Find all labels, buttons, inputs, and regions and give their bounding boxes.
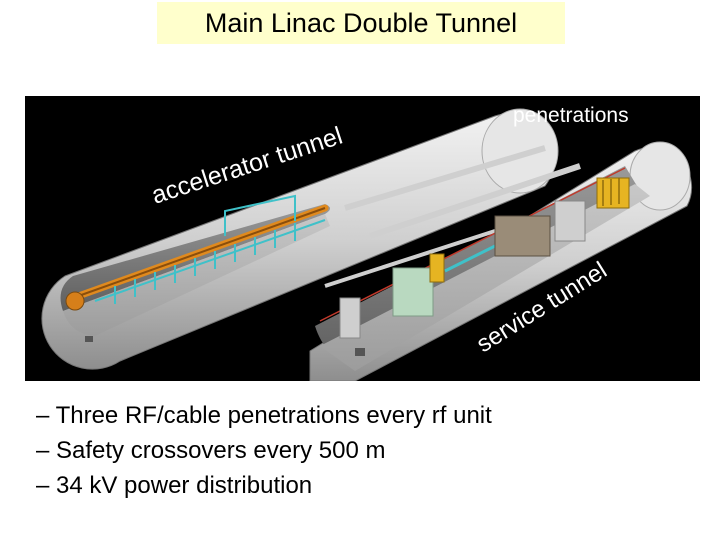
- slide-title: Main Linac Double Tunnel: [204, 7, 518, 38]
- title-box: Main Linac Double Tunnel: [157, 2, 565, 44]
- penetration-pipes: [324, 145, 581, 288]
- bullet-list: – Three RF/cable penetrations every rf u…: [36, 398, 492, 503]
- bullet-item: – Three RF/cable penetrations every rf u…: [36, 402, 492, 429]
- label-penetrations: penetrations: [513, 104, 629, 127]
- bullet-item: – Safety crossovers every 500 m: [36, 437, 386, 464]
- service-tunnel: [309, 141, 693, 381]
- bullet-item: – 34 kV power distribution: [36, 472, 313, 499]
- tunnel-illustration: penetrations accelerator tunnel service …: [25, 96, 700, 381]
- tunnel-diagram-svg: penetrations accelerator tunnel service …: [41, 104, 693, 381]
- accelerator-tunnel: [41, 108, 559, 370]
